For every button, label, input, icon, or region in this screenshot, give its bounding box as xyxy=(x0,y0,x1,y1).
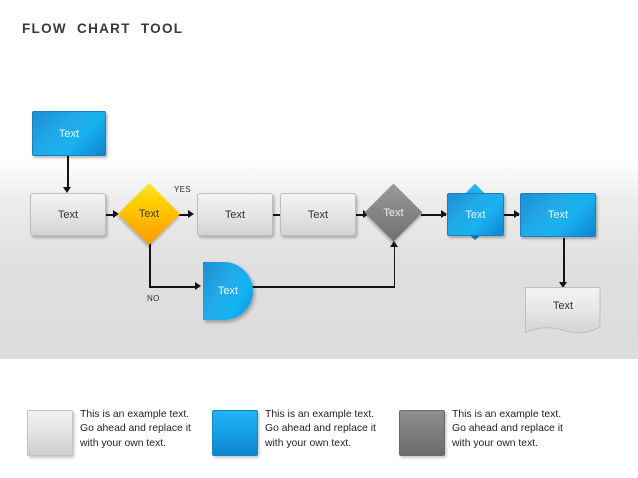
legend-text-1: This is an example text. Go ahead and re… xyxy=(80,408,235,451)
node-start-blue-label: Text xyxy=(58,127,80,140)
node-process-1[interactable]: Text xyxy=(30,193,106,236)
node-merge-blue[interactable]: Text xyxy=(447,193,504,236)
connector-process2-to-process3 xyxy=(273,214,283,216)
legend-text-3-line-2: Go ahead and replace it xyxy=(452,423,563,435)
legend-text-2-line-1: This is an example text. xyxy=(265,409,375,420)
legend-text-3-line-1: This is an example text. xyxy=(452,409,562,420)
branch-label-yes: YES xyxy=(174,185,191,194)
document-shape-svg xyxy=(525,287,601,334)
node-process-3[interactable]: Text xyxy=(280,193,356,236)
node-process-blue-end[interactable]: Text xyxy=(520,193,596,237)
node-process-2-label: Text xyxy=(224,208,246,221)
connector-gray-decision-to-merge xyxy=(421,214,446,216)
node-decision-orange[interactable]: Text xyxy=(117,182,181,246)
connector-process1-to-decision xyxy=(106,214,116,216)
connector-merge-to-end xyxy=(504,214,519,216)
connector-decision-no-horizontal xyxy=(149,286,198,288)
legend-swatch-dark-gray xyxy=(399,410,445,456)
page-title: FLOW CHART TOOL xyxy=(22,21,184,36)
arrowhead-start-to-process1 xyxy=(63,187,72,193)
legend-text-1-line-2: Go ahead and replace it xyxy=(80,423,191,435)
arrowhead-process1-to-decision xyxy=(113,210,119,218)
connector-decision-no-vertical xyxy=(149,242,151,287)
arrowhead-merge-to-end xyxy=(514,210,520,218)
legend-swatch-gray xyxy=(27,410,73,456)
arrowhead-gray-decision-to-merge xyxy=(441,210,447,218)
legend-text-3: This is an example text. Go ahead and re… xyxy=(452,408,607,451)
arrowhead-end-to-document xyxy=(559,282,568,288)
legend-text-2-line-2: Go ahead and replace it xyxy=(265,423,376,435)
node-start-blue[interactable]: Text xyxy=(32,111,106,156)
connector-delay-to-gray-decision-horizontal xyxy=(252,286,395,288)
node-decision-gray[interactable]: Text xyxy=(364,183,423,242)
legend-swatch-blue xyxy=(212,410,258,456)
legend-text-1-line-1: This is an example text. xyxy=(80,409,190,420)
legend-text-2: This is an example text. Go ahead and re… xyxy=(265,408,420,451)
arrowhead-decision-no-to-delay xyxy=(195,282,201,290)
node-process-3-label: Text xyxy=(307,208,329,221)
connector-end-to-document xyxy=(563,238,565,284)
legend-text-1-line-3: with your own text. xyxy=(80,437,167,449)
decision-gray-body xyxy=(364,183,423,242)
arrowhead-delay-to-gray-decision xyxy=(390,241,399,247)
node-process-2[interactable]: Text xyxy=(197,193,273,236)
legend-text-3-line-3: with your own text. xyxy=(452,437,539,449)
node-process-1-label: Text xyxy=(57,208,79,221)
decision-orange-body xyxy=(117,182,181,246)
branch-label-no: NO xyxy=(147,294,160,303)
connector-process3-to-gray-decision xyxy=(356,214,366,216)
node-document-gray[interactable]: Text xyxy=(524,286,602,336)
connector-start-to-process1 xyxy=(67,156,69,188)
connector-decision-yes-to-process2 xyxy=(178,214,190,216)
node-merge-blue-label: Text xyxy=(465,208,486,221)
connector-delay-to-gray-decision-vertical xyxy=(393,247,396,287)
node-process-blue-end-label: Text xyxy=(547,209,569,221)
legend-text-2-line-3: with your own text. xyxy=(265,437,352,449)
arrowhead-decision-yes xyxy=(188,210,194,218)
